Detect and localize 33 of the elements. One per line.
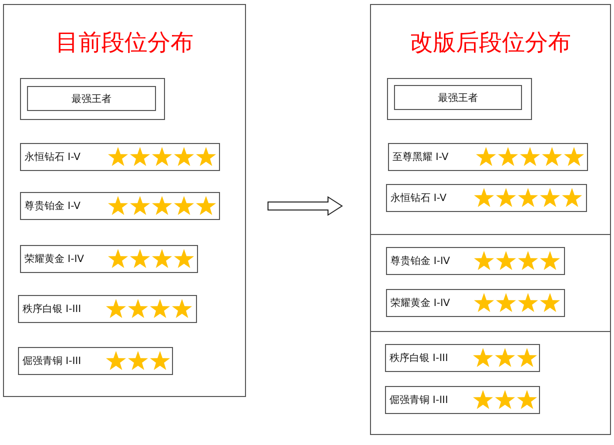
king-tier-box: [394, 85, 522, 110]
tier-name: 倔强青铜 I-III: [390, 394, 448, 408]
tier-name: 秩序白银 I-III: [22, 302, 82, 316]
tier-row: [20, 192, 220, 220]
tier-row: [384, 386, 540, 414]
tier-row: [18, 294, 196, 322]
tier-name: 倔强青铜 I-III: [22, 354, 82, 368]
tier-row: [20, 244, 198, 272]
rank-panel: [370, 4, 611, 435]
tier-row: [18, 346, 172, 374]
hollow-arrow: [268, 196, 343, 216]
tier-name: 秩序白银 I-III: [390, 352, 448, 366]
tier-name: 荣耀黄金 I-IV: [24, 252, 84, 266]
panel-title: 目前段位分布: [54, 29, 194, 58]
tier-name: 永恒钻石 I-V: [390, 192, 446, 206]
tier-name: 最强王者: [437, 92, 479, 106]
tier-row: [386, 184, 586, 212]
tier-name: 至尊黑耀 I-V: [392, 150, 448, 164]
tier-name: 最强王者: [70, 92, 112, 106]
tier-name: 荣耀黄金 I-IV: [390, 296, 450, 310]
tier-row: [388, 142, 588, 170]
tier-row: [386, 246, 564, 274]
king-frame: [386, 78, 532, 120]
tier-name: 尊贵铂金 I-IV: [390, 254, 450, 268]
tier-row: [384, 344, 540, 372]
tier-name: 永恒钻石 I-V: [24, 150, 80, 164]
panel-title: 改版后段位分布: [409, 29, 572, 58]
rank-panel: [3, 4, 246, 397]
king-frame: [20, 78, 164, 120]
king-tier-box: [27, 86, 156, 111]
tier-row: [386, 288, 564, 316]
tier-name: 尊贵铂金 I-V: [24, 200, 80, 214]
tier-row: [20, 142, 220, 170]
